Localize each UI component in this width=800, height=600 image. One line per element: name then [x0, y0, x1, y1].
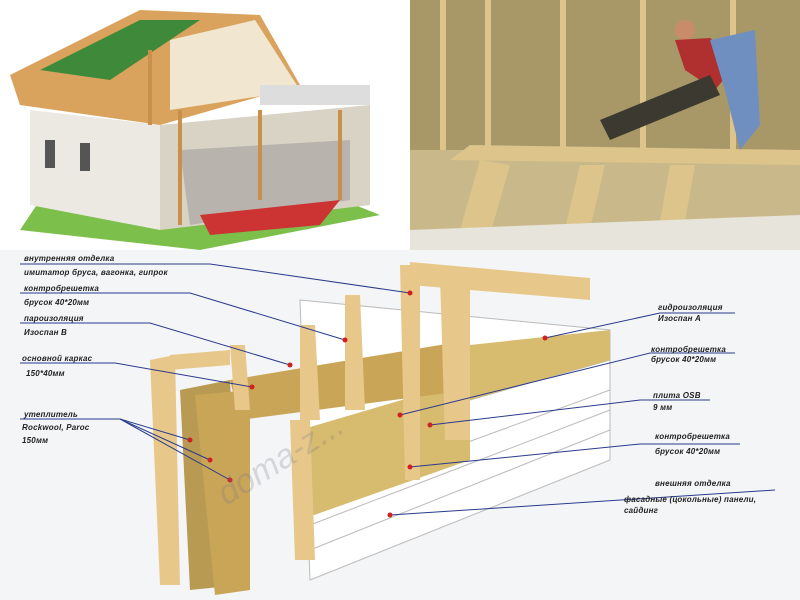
label-exterior-finish-title: внешняя отделка — [655, 479, 731, 488]
insulation-install-photo — [410, 0, 800, 250]
label-osb-title: плита OSB — [653, 391, 701, 400]
label-counter-batten-inner-detail: брусок 40*20мм — [24, 298, 90, 307]
house-cutaway-illustration — [0, 0, 410, 250]
label-counter-batten-outer-title: контробрешетка — [651, 345, 727, 354]
label-main-frame-detail: 150*40мм — [26, 369, 65, 378]
label-exterior-finish-detail2: сайдинг — [624, 506, 659, 515]
label-counter-batten-outer-detail: брусок 40*20мм — [651, 355, 717, 364]
label-osb-detail: 9 мм — [653, 403, 673, 412]
label-counter-batten-facade-detail: брусок 40*20мм — [655, 447, 721, 456]
worker-figure — [600, 20, 760, 150]
label-vapor-barrier-detail: Изоспан В — [24, 328, 68, 337]
label-insulation-title: утеплитель — [24, 410, 78, 419]
label-counter-batten-inner-title: контробрешетка — [24, 284, 100, 293]
label-waterproofing-detail: Изоспан А — [658, 314, 702, 323]
label-vapor-barrier-title: пароизоляция — [24, 314, 84, 323]
label-interior-finish-detail: имитатор бруса, вагонка, гипрок — [24, 268, 168, 277]
label-exterior-finish-detail: фасадные (цокольные) панели, — [624, 495, 757, 504]
label-insulation-thickness: 150мм — [22, 436, 49, 445]
label-interior-finish-title: внутренняя отделка — [24, 254, 115, 263]
label-waterproofing-title: гидроизоляция — [658, 303, 723, 312]
label-counter-batten-facade-title: контробрешетка — [655, 432, 731, 441]
label-main-frame-title: основной каркас — [22, 354, 93, 363]
label-insulation-detail: Rockwool, Paroc — [22, 423, 90, 432]
